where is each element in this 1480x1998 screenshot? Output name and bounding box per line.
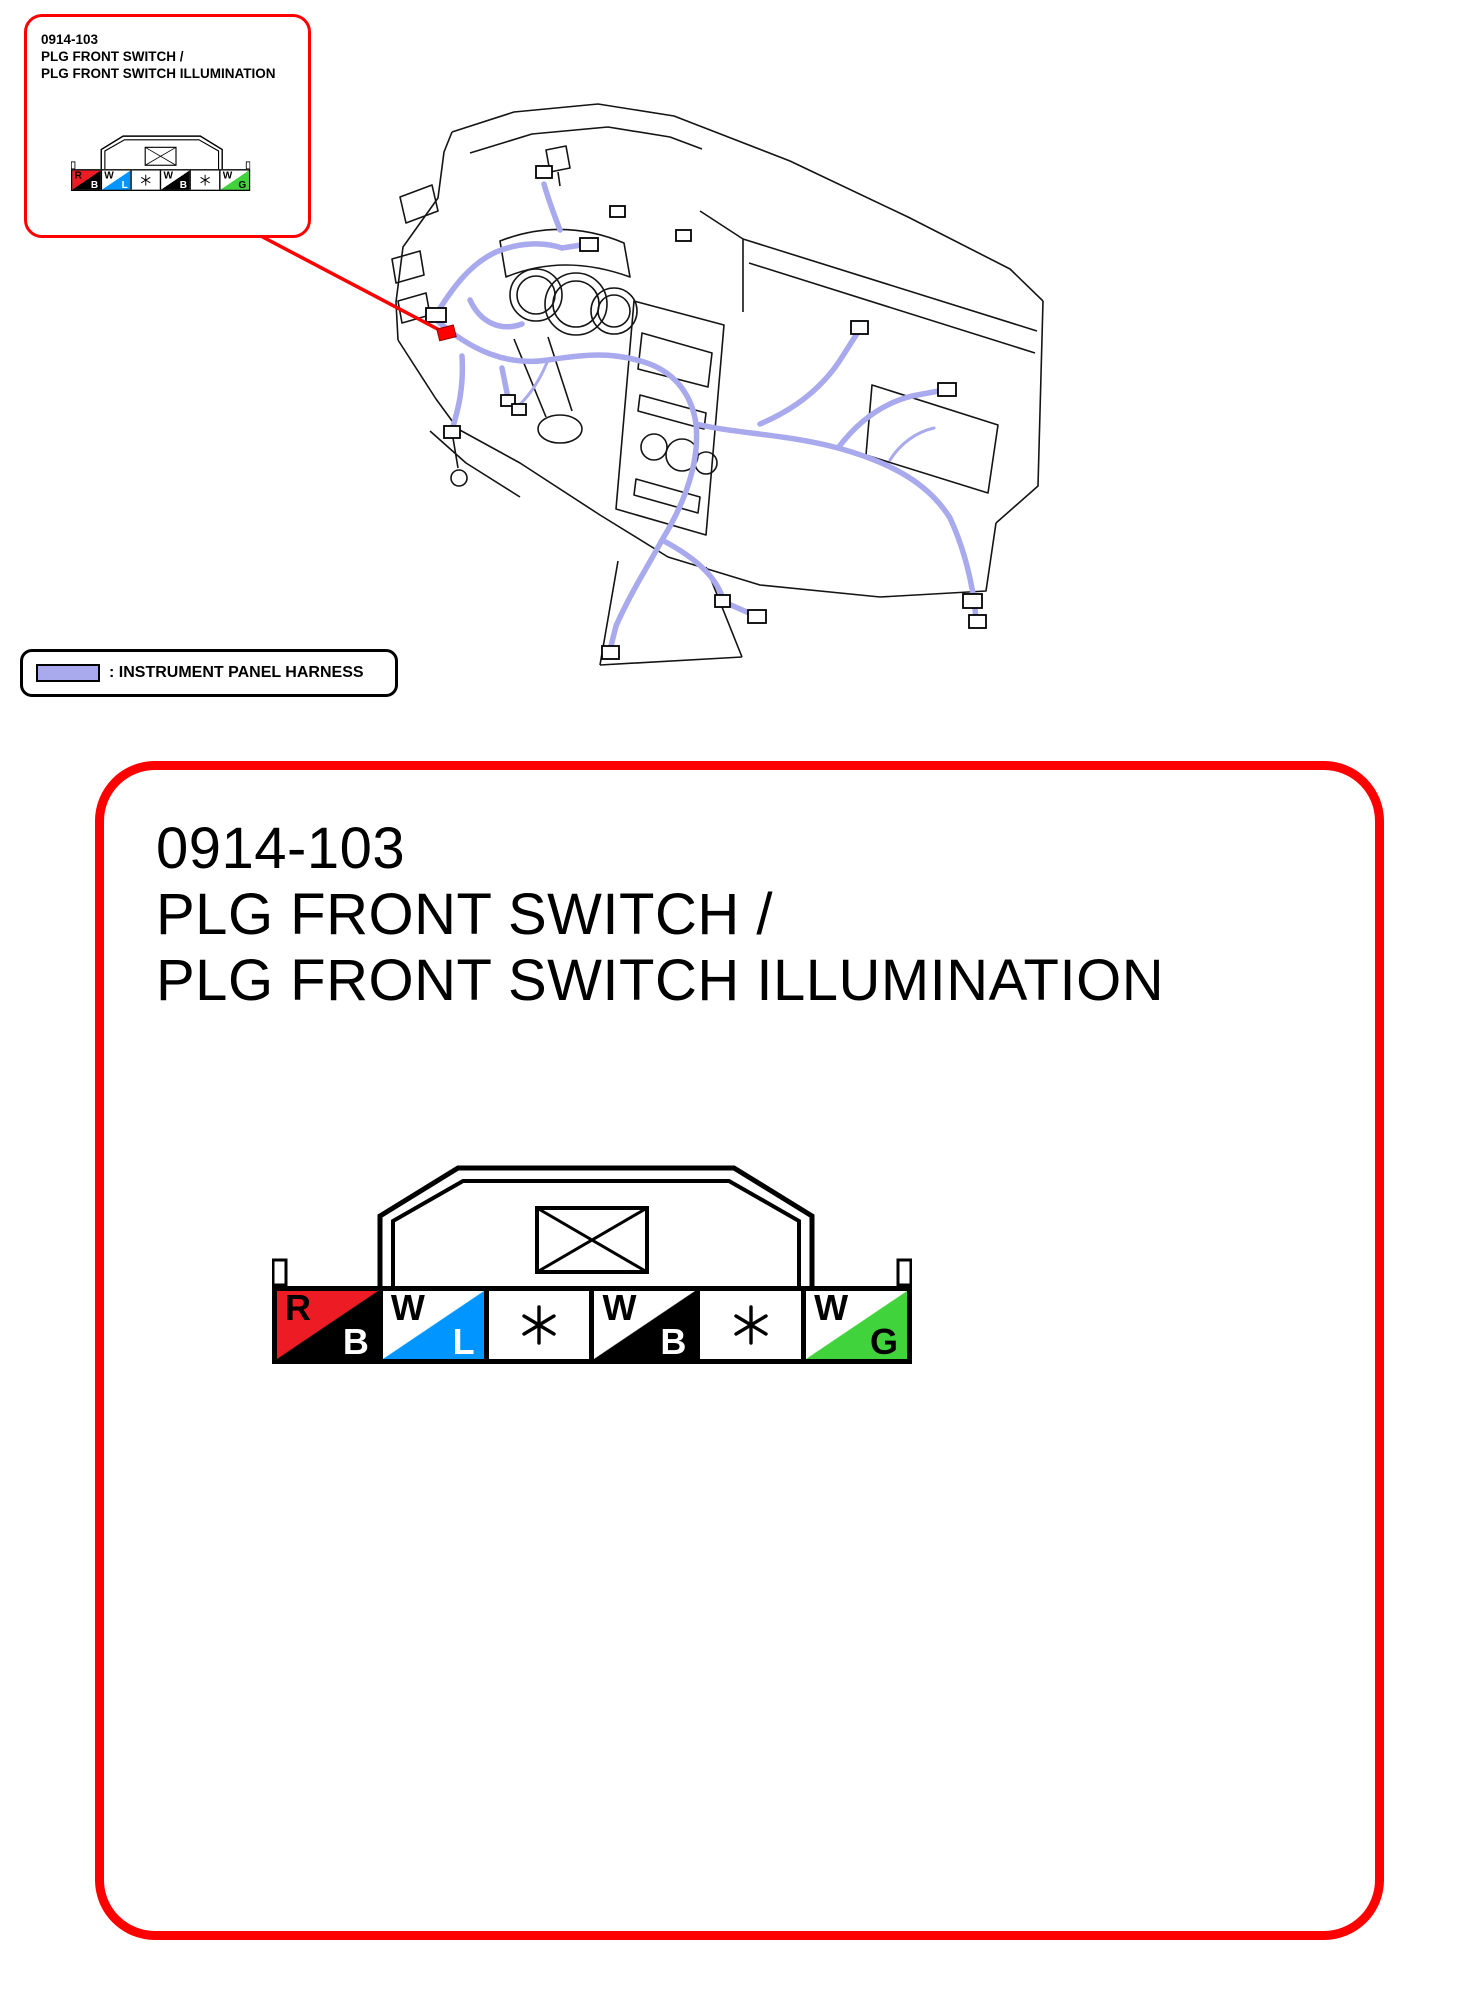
detail-title: 0914-103 PLG FRONT SWITCH / PLG FRONT SW… <box>156 816 1164 1014</box>
detail-title-line2: PLG FRONT SWITCH ILLUMINATION <box>156 948 1165 1013</box>
wire-color-bottom-label: B <box>90 179 99 191</box>
wire-color-bottom-label: B <box>179 179 188 191</box>
callout-code: 0914-103 <box>41 32 99 47</box>
wire-color-top-label: W <box>163 169 174 181</box>
asterisk-symbol <box>141 174 151 186</box>
asterisk-symbol <box>522 1305 556 1345</box>
wire-color-top-label: W <box>814 1287 849 1328</box>
callout-text: 0914-103 PLG FRONT SWITCH / PLG FRONT SW… <box>27 17 308 82</box>
wire-color-bottom-label: G <box>238 179 247 191</box>
wire-color-bottom-label: B <box>342 1321 369 1363</box>
wire-color-bottom-label: B <box>660 1321 687 1363</box>
legend-box: : INSTRUMENT PANEL HARNESS <box>20 649 398 697</box>
wire-color-top-label: W <box>390 1287 425 1328</box>
left-tab <box>272 1258 288 1286</box>
wire-color-bottom-label: L <box>121 179 128 191</box>
keying-box <box>144 146 177 166</box>
right-tab <box>896 1258 912 1286</box>
wire-color-top-label: W <box>602 1287 637 1328</box>
dashboard-illustration <box>256 103 1044 666</box>
left-tab <box>71 161 76 170</box>
connector-housing <box>272 1165 912 1286</box>
dashboard-outline <box>391 103 1044 666</box>
detail-panel: 0914-103 PLG FRONT SWITCH / PLG FRONT SW… <box>95 761 1384 1940</box>
terminal-cell-3 <box>130 170 160 190</box>
detail-title-line1: PLG FRONT SWITCH / <box>156 882 773 947</box>
detail-code: 0914-103 <box>156 816 406 881</box>
callout-box: 0914-103 PLG FRONT SWITCH / PLG FRONT SW… <box>24 14 311 238</box>
wire-color-bottom-label: G <box>869 1321 898 1363</box>
callout-title-line1: PLG FRONT SWITCH / <box>41 49 184 64</box>
terminal-cell-3 <box>483 1291 590 1359</box>
terminal-cell-5 <box>695 1291 802 1359</box>
housing-inner-outline <box>391 1179 801 1286</box>
callout-title-line2: PLG FRONT SWITCH ILLUMINATION <box>41 66 276 81</box>
harness-connector-boxes <box>425 165 987 660</box>
wire-color-top-label: W <box>104 169 114 181</box>
wire-color-top-label: R <box>74 169 82 181</box>
right-tab <box>245 161 251 170</box>
housing-outer-outline <box>100 135 223 170</box>
terminal-cell-5 <box>189 170 220 190</box>
housing-outer-outline <box>377 1165 815 1286</box>
harness-color-swatch <box>36 664 100 682</box>
asterisk-symbol <box>734 1305 768 1345</box>
wire-color-top-label: W <box>222 169 233 181</box>
wire-color-bottom-label: L <box>452 1321 475 1363</box>
callout-leader-line <box>256 232 457 342</box>
asterisk-symbol <box>200 174 210 186</box>
keying-box <box>535 1206 649 1274</box>
wire-color-top-label: R <box>285 1287 311 1328</box>
housing-inner-outline <box>104 139 220 170</box>
connector-housing <box>71 135 251 170</box>
legend-label: : INSTRUMENT PANEL HARNESS <box>109 664 364 681</box>
